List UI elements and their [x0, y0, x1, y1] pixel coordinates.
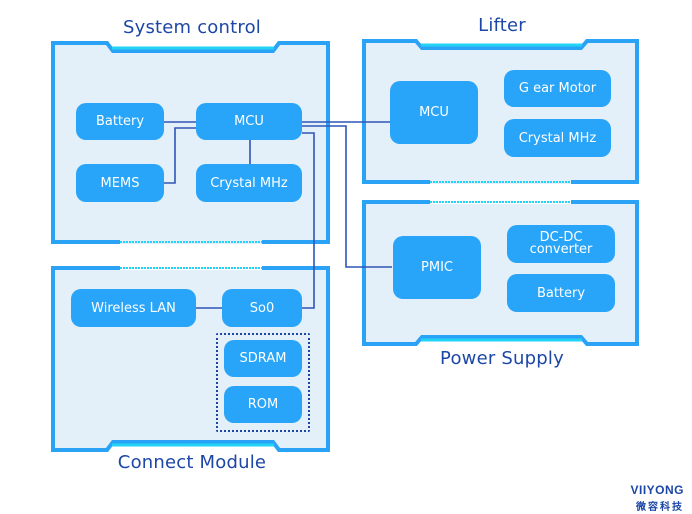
panel-outline [51, 41, 330, 244]
chip-lifter-crystal[interactable]: Crystal MHz [504, 119, 611, 157]
chip-wireless-lan[interactable]: Wireless LAN [71, 289, 196, 327]
chip-lifter-mcu[interactable]: MCU [390, 81, 478, 144]
chip-sdram[interactable]: SDRAM [224, 340, 302, 377]
panel-title-lifter: Lifter [478, 15, 526, 36]
line-mcu-soc [302, 132, 315, 309]
panel-title-connect-module: Connect Module [117, 452, 267, 473]
chip-rom[interactable]: ROM [224, 386, 302, 423]
chip-dcdc-converter[interactable]: DC-DC converter [507, 225, 615, 263]
chip-mcu[interactable]: MCU [196, 103, 302, 140]
chip-pmic[interactable]: PMIC [393, 236, 481, 299]
logo-brand-text: VIIYONG [630, 483, 684, 497]
chip-dcdc-line2: converter [529, 242, 593, 257]
logo-subtitle-text: 微容科技 [636, 502, 684, 513]
panel-title-power-supply: Power Supply [440, 348, 564, 369]
chip-crystal[interactable]: Crystal MHz [196, 164, 302, 202]
memory-group [216, 333, 310, 432]
chip-battery[interactable]: Battery [76, 103, 164, 140]
line-mems-mcu [164, 127, 196, 184]
chip-power-battery[interactable]: Battery [507, 274, 615, 312]
connection-lines [164, 121, 392, 309]
chip-gear-motor[interactable]: G ear Motor [504, 70, 611, 107]
panel-system-control [51, 41, 330, 244]
panel-title-system-control: System control [122, 17, 262, 38]
brand-logo: VIIYONG 微容科技 [630, 483, 684, 513]
chip-dcdc-line1: DC-DC [539, 230, 583, 245]
chip-soc[interactable]: So0 [222, 289, 302, 327]
line-mcu-pmic [302, 125, 392, 268]
chip-mems[interactable]: MEMS [76, 164, 164, 202]
